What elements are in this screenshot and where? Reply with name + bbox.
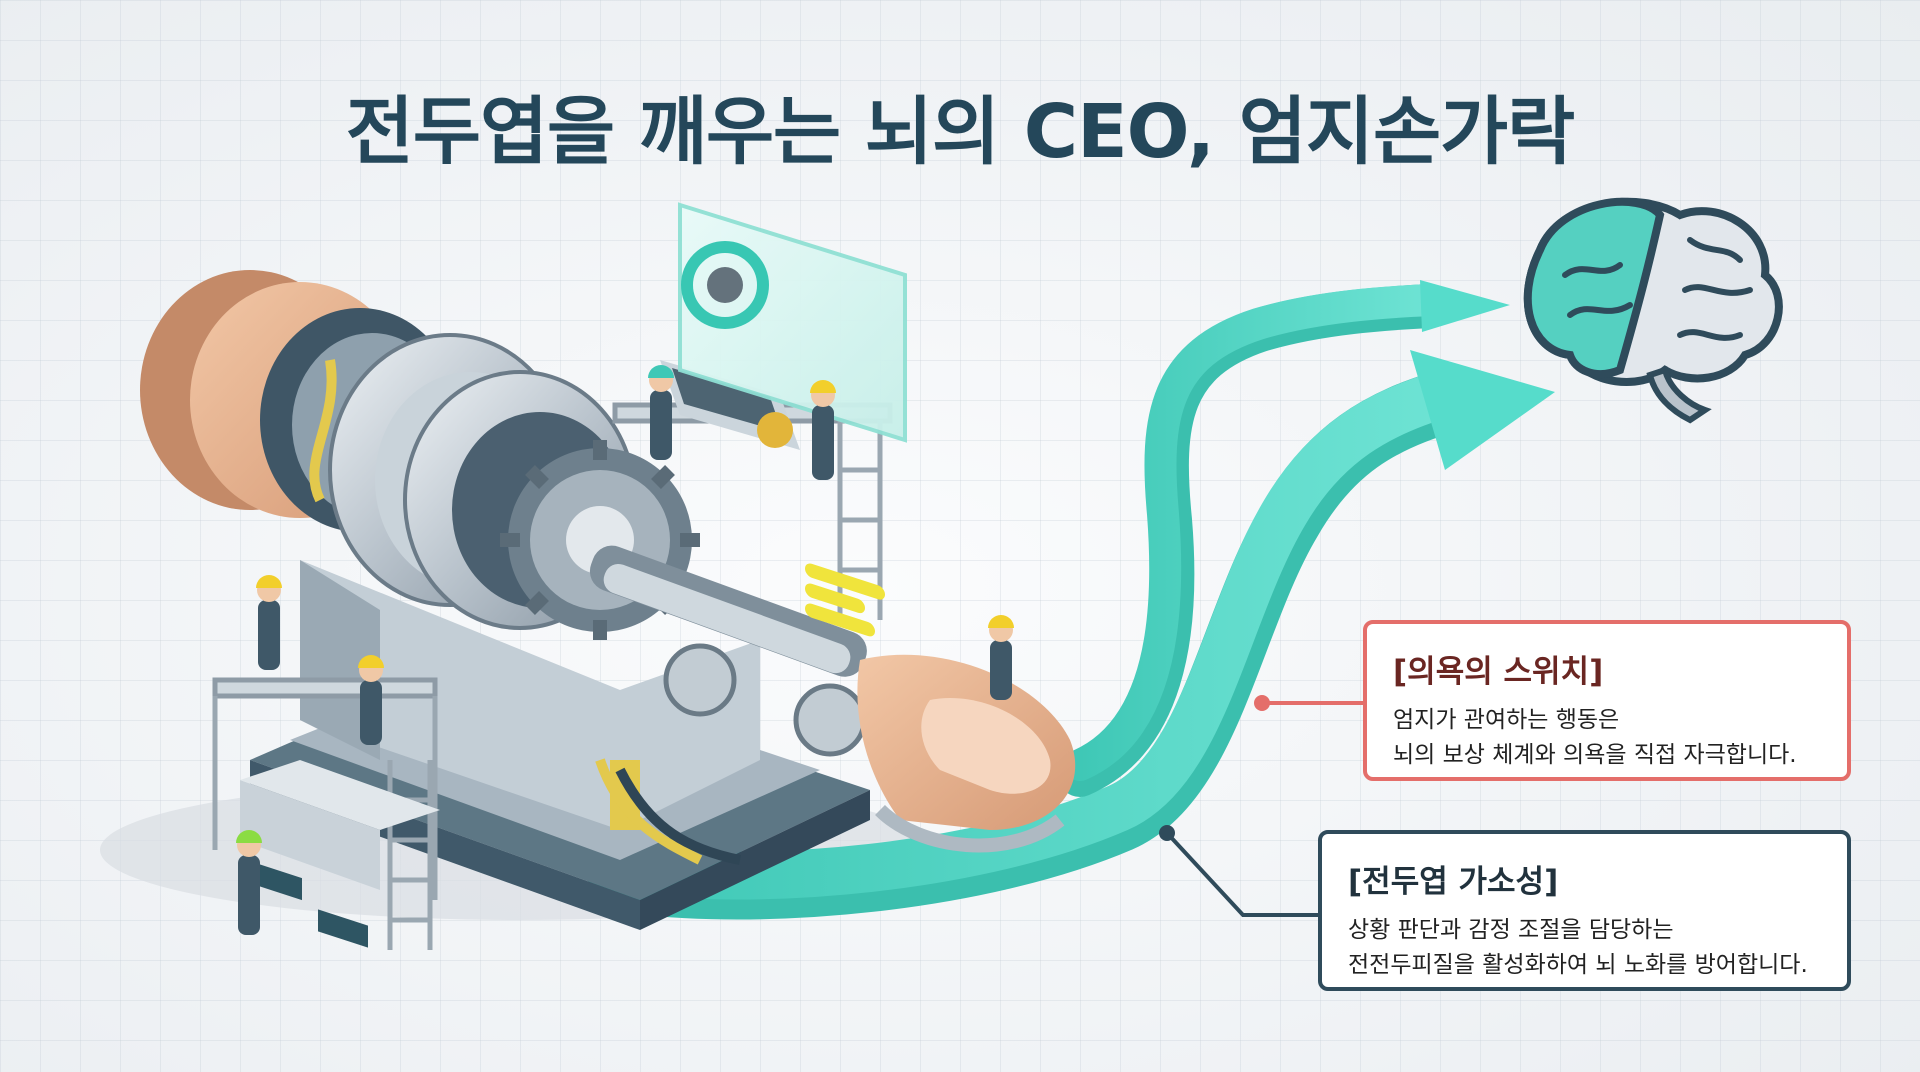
- callout-line: 전전두피질을 활성화하여 뇌 노화를 방어합니다.: [1348, 952, 1808, 978]
- worker-1: [256, 575, 282, 670]
- callout-line: 뇌의 보상 체계와 의욕을 직접 자극합니다.: [1393, 742, 1797, 768]
- callout-frontal-plasticity: [전두엽 가소성] 상황 판단과 감정 조절을 담당하는 전전두피질을 활성화하…: [1318, 830, 1851, 991]
- control-screen: [678, 202, 907, 637]
- brain-icon: [1523, 197, 1783, 424]
- callout-title: [의욕의 스위치]: [1393, 654, 1604, 690]
- callout-line: 상황 판단과 감정 조절을 담당하는: [1348, 917, 1674, 943]
- worker-5: [810, 380, 836, 480]
- worker-3: [236, 830, 262, 935]
- thumb-machine: [140, 270, 1076, 865]
- keyboard-console: [660, 360, 800, 450]
- control-console: [240, 760, 440, 948]
- workers: [236, 365, 1014, 935]
- worker-4: [648, 365, 674, 460]
- callout-motivation-switch: [의욕의 스위치] 엄지가 관여하는 행동은 뇌의 보상 체계와 의욕을 직접 …: [1363, 620, 1851, 781]
- page-title: 전두엽을 깨우는 뇌의 CEO, 엄지손가락: [345, 89, 1575, 175]
- arrowhead-lower: [1410, 350, 1555, 470]
- callout-title: [전두엽 가소성]: [1348, 864, 1559, 900]
- arrowhead-upper: [1420, 280, 1510, 332]
- worker-2: [358, 655, 384, 745]
- signal-arrow-lower: [588, 350, 1555, 920]
- worker-6: [988, 615, 1014, 700]
- callout-connectors: [1159, 695, 1363, 917]
- callout-line: 엄지가 관여하는 행동은: [1393, 707, 1620, 733]
- signal-arrow-upper: [1058, 280, 1510, 797]
